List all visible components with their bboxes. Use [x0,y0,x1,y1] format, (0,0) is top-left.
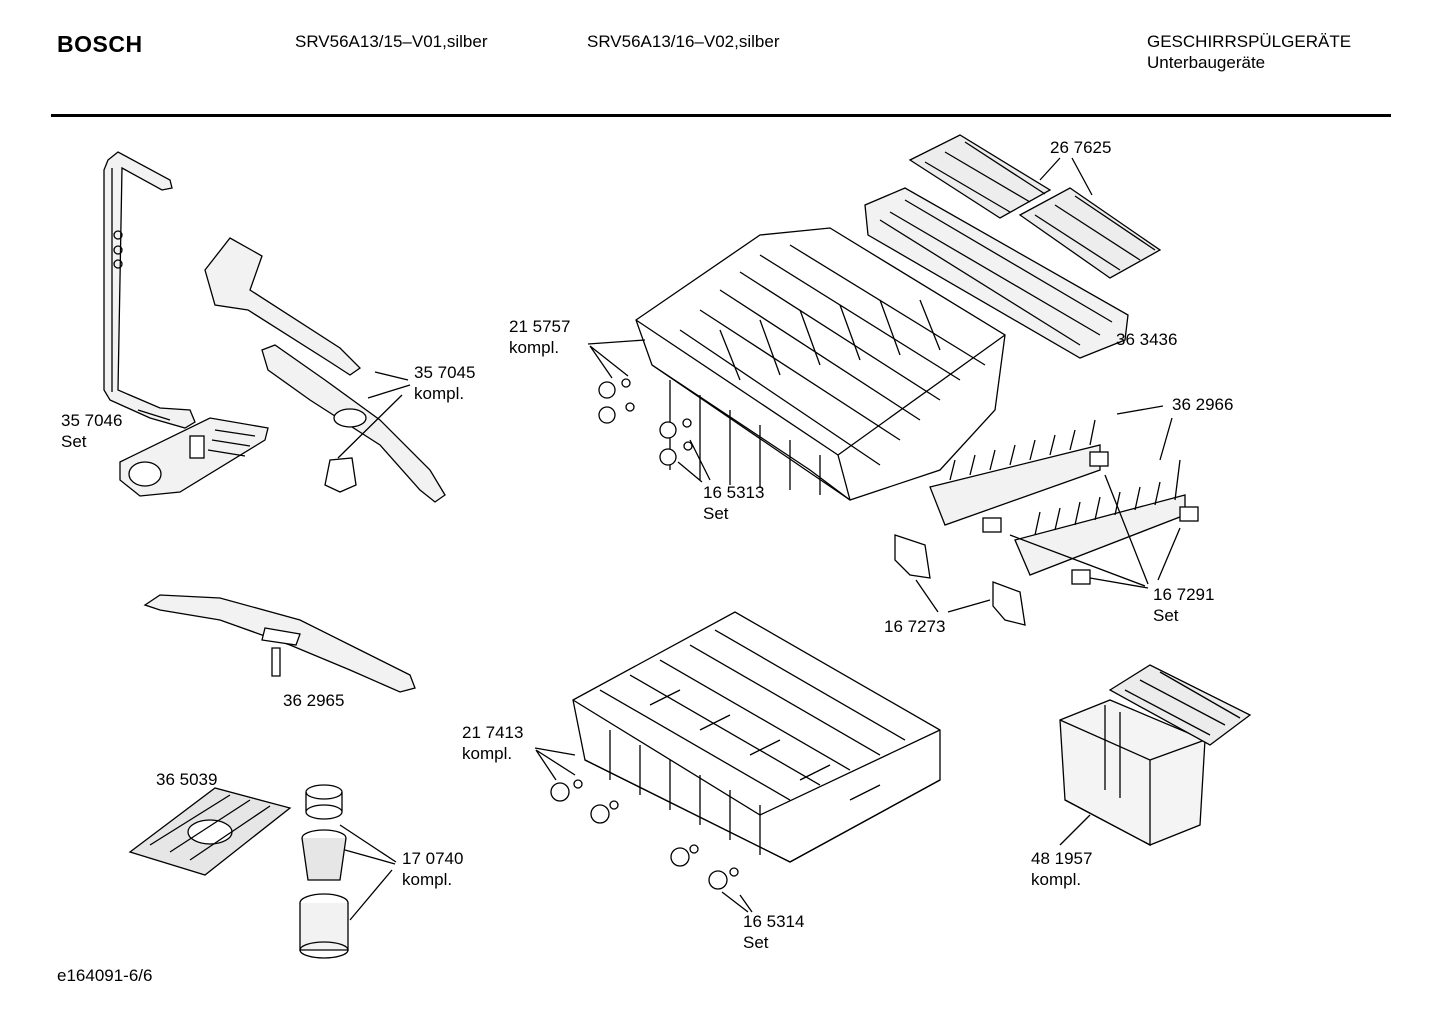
header-divider [51,114,1391,117]
spray-arm-assembly-drawing [204,237,446,503]
leader-217413 [534,747,576,781]
part-note: Set [743,933,769,952]
part-number: 36 3436 [1116,330,1178,349]
leader-357045 [337,371,411,459]
part-label-167291: 16 7291 Set [1153,584,1214,626]
category-title: GESCHIRRSPÜLGERÄTE [1147,32,1352,51]
part-number: 16 5313 [703,483,765,502]
part-note: Set [61,432,87,451]
leader-167273 [915,579,991,613]
part-number: 35 7046 [61,411,123,430]
part-label-481957: 48 1957 kompl. [1031,848,1092,890]
part-label-170740: 17 0740 kompl. [402,848,463,890]
filter-plate-drawing [128,787,292,876]
part-label-365039: 36 5039 [156,769,217,790]
cutlery-basket-drawing [1059,664,1252,847]
part-number: 26 7625 [1050,138,1112,157]
rack-clips-drawing [982,451,1199,585]
part-number: 36 2965 [283,691,345,710]
part-note: kompl. [402,870,453,889]
part-note: kompl. [414,384,465,403]
part-label-363436: 36 3436 [1116,329,1177,350]
part-label-357046: 35 7046 Set [61,410,122,452]
leader-165314 [721,891,753,913]
lower-basket-drawing [572,611,941,863]
part-note: Set [1153,606,1179,625]
brand-logo: BOSCH [57,31,143,57]
part-label-267625: 26 7625 [1050,137,1111,158]
part-label-362965: 36 2965 [283,690,344,711]
part-note: kompl. [462,744,513,763]
model-number-1: SRV56A13/15–V01,silber [295,32,488,51]
leader-215757 [587,339,646,379]
part-label-165314: 16 5314 Set [743,911,804,953]
part-number: 17 0740 [402,849,464,868]
leader-170740 [339,824,397,921]
part-label-362966: 36 2966 [1172,394,1233,415]
part-number: 21 7413 [462,723,524,742]
subcategory-title: Unterbaugeräte [1147,53,1266,72]
part-number: 21 5757 [509,317,571,336]
cutlery-tray-base-drawing [864,187,1129,359]
filter-cylinder-set-drawing [299,784,349,959]
part-note: Set [703,504,729,523]
knife-rack-drawing [929,419,1186,576]
upper-basket-wheels-drawing [598,378,693,466]
part-label-167273: 16 7273 [884,616,945,637]
part-label-165313: 16 5313 Set [703,482,764,524]
lower-basket-wheels-drawing [550,779,739,890]
leader-357046 [137,409,171,421]
leader-267625 [1039,157,1093,196]
part-number: 36 5039 [156,770,218,789]
document-id: e164091-6/6 [57,966,153,985]
leader-481957 [1059,814,1091,846]
spray-supply-pipe-drawing [103,151,196,429]
basket-holders-drawing [894,534,1026,626]
part-number: 36 2966 [1172,395,1234,414]
part-label-217413: 21 7413 kompl. [462,722,523,764]
part-number: 16 7291 [1153,585,1215,604]
model-number-2: SRV56A13/16–V02,silber [587,32,780,51]
filter-housing-drawing [119,417,269,497]
part-number: 48 1957 [1031,849,1093,868]
part-number: 16 7273 [884,617,946,636]
part-label-357045: 35 7045 kompl. [414,362,475,404]
part-number: 16 5314 [743,912,805,931]
leader-165313 [677,439,711,483]
cutlery-tray-top-drawing [908,134,1162,279]
spray-arm-drawing [143,594,416,693]
leader-362966 [1116,405,1173,461]
part-note: kompl. [1031,870,1082,889]
part-note: kompl. [509,338,560,357]
part-number: 35 7045 [414,363,476,382]
part-label-215757: 21 5757 kompl. [509,316,570,358]
leader-167291 [1009,474,1181,589]
